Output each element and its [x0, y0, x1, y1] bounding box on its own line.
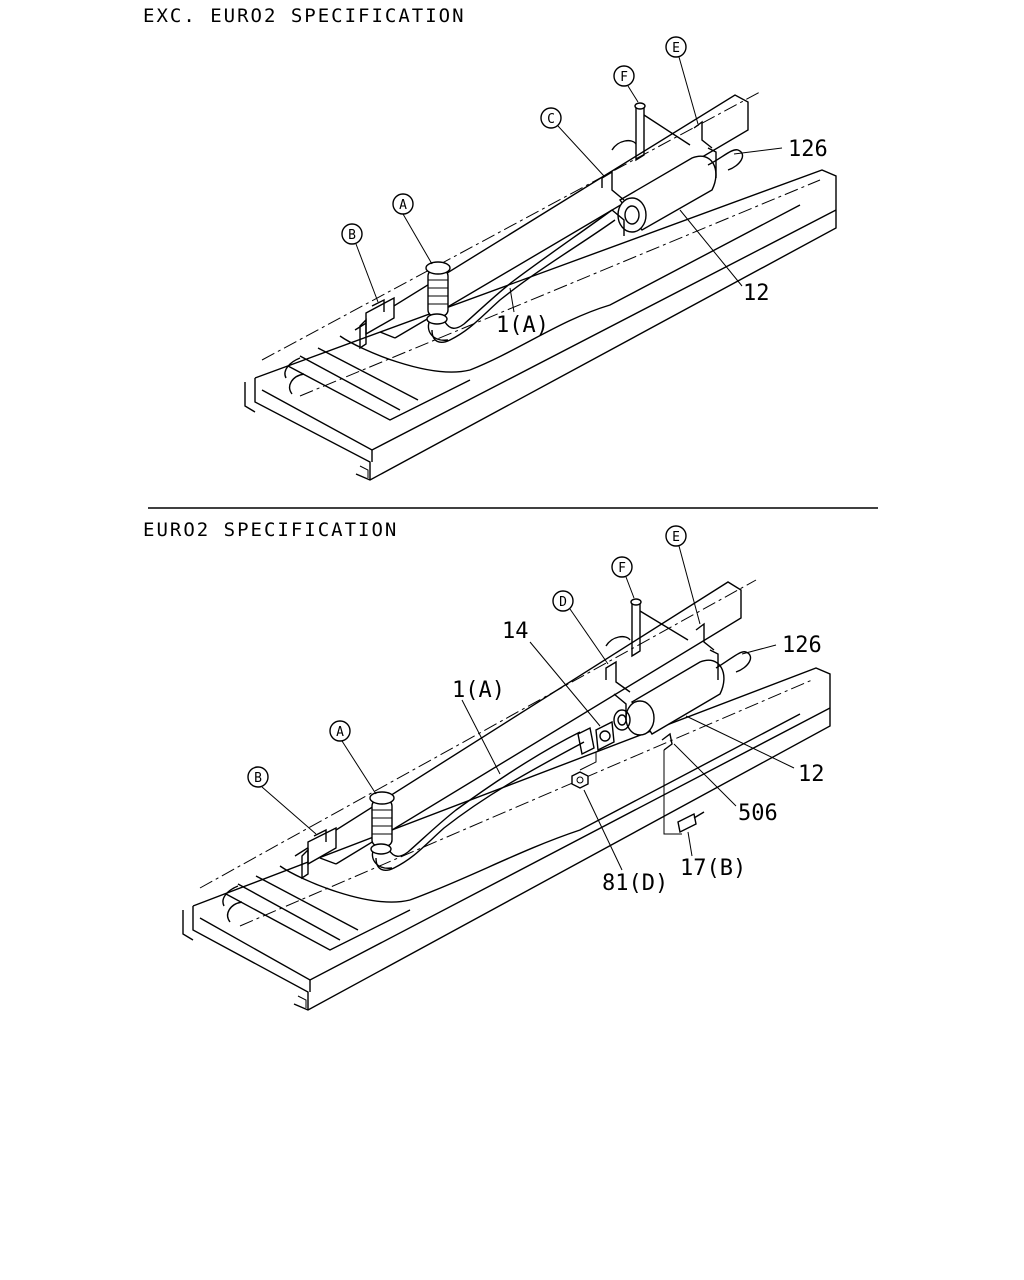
svg-text:F: F [620, 70, 628, 85]
callout-f: F [613, 65, 639, 103]
svg-text:D: D [559, 595, 567, 610]
svg-text:E: E [672, 530, 680, 545]
label-nut: 81(D) [602, 871, 668, 896]
top-hangers [359, 102, 717, 350]
label-hanger: 126 [788, 137, 828, 162]
svg-text:B: B [348, 228, 356, 243]
label-muffler: 12 [798, 762, 825, 787]
svg-text:C: C [547, 112, 555, 127]
label-pipe: 1(A) [452, 678, 505, 703]
callout-f: F [611, 556, 635, 599]
top-frame-rail [244, 91, 837, 481]
label-bolt: 17(B) [680, 856, 746, 881]
bottom-muffler [613, 651, 752, 736]
svg-text:E: E [672, 41, 680, 56]
bottom-gasket [595, 720, 615, 752]
top-part-labels: 1(A) 12 126 [496, 137, 828, 338]
bottom-hangers [301, 598, 719, 880]
svg-text:A: A [336, 725, 344, 740]
callout-e: E [665, 36, 699, 125]
top-callouts: A B C F E [341, 36, 699, 303]
label-pipe: 1(A) [496, 313, 549, 338]
callout-b: B [247, 766, 317, 835]
bottom-exhaust-pipe [369, 726, 595, 871]
label-muffler: 12 [743, 281, 770, 306]
svg-text:F: F [618, 561, 626, 576]
bottom-section: EURO2 SPECIFICATION [143, 519, 831, 1011]
top-section-title: EXC. EURO2 SPECIFICATION [143, 5, 466, 27]
label-bracket: 506 [738, 801, 778, 826]
bottom-section-title: EURO2 SPECIFICATION [143, 519, 398, 541]
callout-d: D [552, 590, 609, 665]
svg-text:A: A [399, 198, 407, 213]
bottom-frame-rail [182, 579, 831, 1011]
top-muffler [617, 149, 744, 233]
top-exhaust-pipe [425, 209, 616, 343]
callout-e: E [665, 525, 701, 625]
label-gasket: 14 [502, 619, 529, 644]
bottom-part-labels: 14 1(A) 126 12 506 81(D) 17(B) [452, 619, 825, 896]
callout-a: A [392, 193, 433, 265]
callout-b: B [341, 223, 379, 303]
callout-c: C [540, 107, 605, 177]
bottom-callouts: A B D F E [247, 525, 701, 835]
top-section: EXC. EURO2 SPECIFICATION [143, 5, 837, 481]
label-hanger: 126 [782, 633, 822, 658]
svg-text:B: B [254, 771, 262, 786]
callout-a: A [329, 720, 377, 795]
